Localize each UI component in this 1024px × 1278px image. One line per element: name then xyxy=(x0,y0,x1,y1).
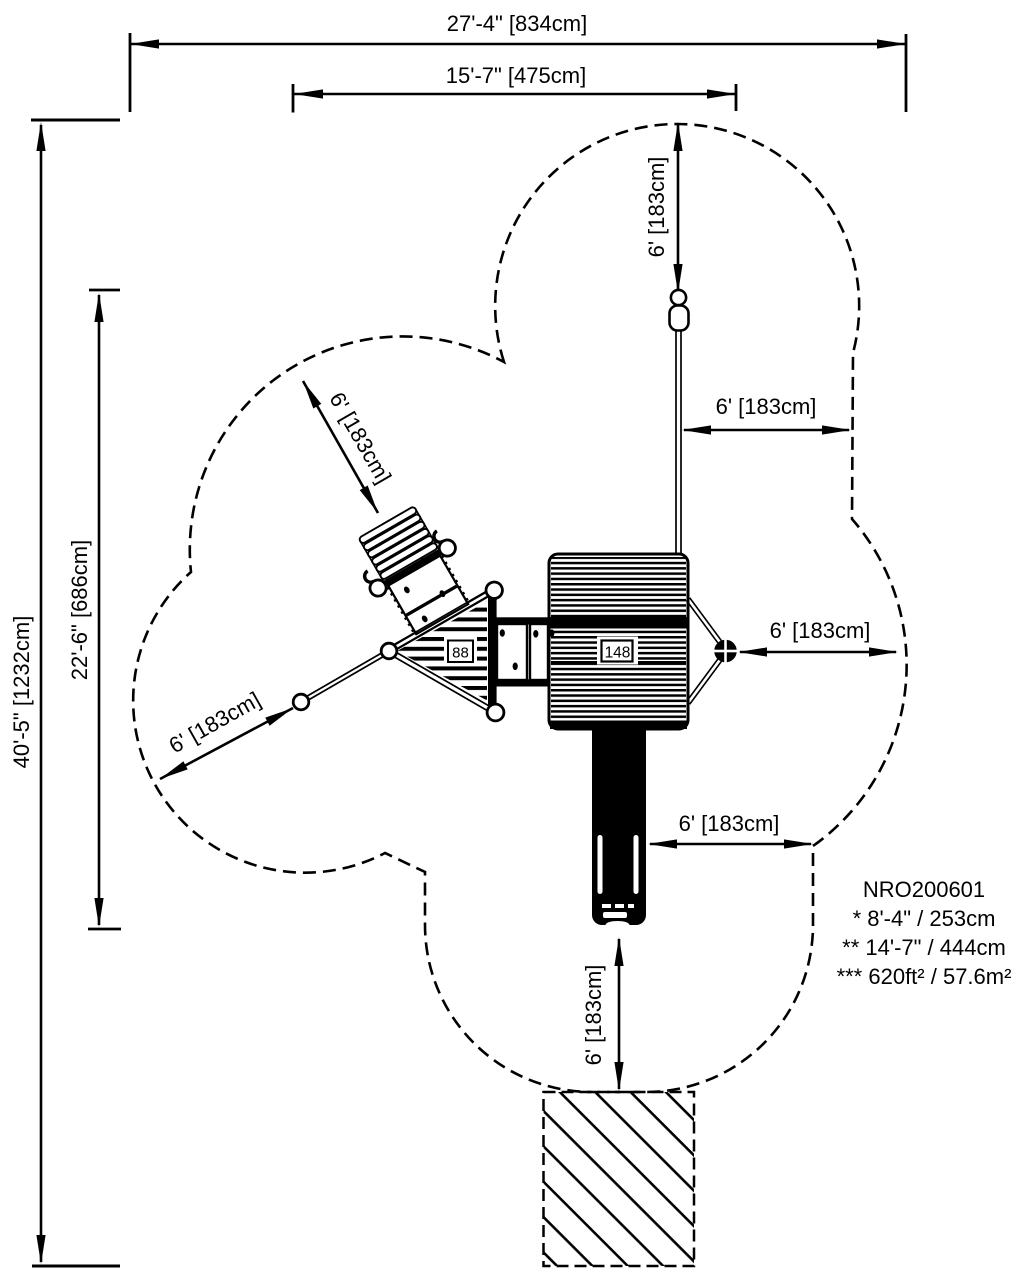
svg-text:27'-4" [834cm]: 27'-4" [834cm] xyxy=(447,11,587,36)
svg-text:148: 148 xyxy=(605,645,631,662)
svg-text:6' [183cm]: 6' [183cm] xyxy=(644,157,669,258)
svg-text:6' [183cm]: 6' [183cm] xyxy=(716,394,817,419)
svg-text:6' [183cm]: 6' [183cm] xyxy=(165,687,265,758)
svg-text:* 8'-4" / 253cm: * 8'-4" / 253cm xyxy=(853,906,996,931)
svg-text:15'-7" [475cm]: 15'-7" [475cm] xyxy=(446,63,586,88)
svg-text:** 14'-7" / 444cm: ** 14'-7" / 444cm xyxy=(842,935,1006,960)
svg-text:6' [183cm]: 6' [183cm] xyxy=(770,618,871,643)
svg-text:6' [183cm]: 6' [183cm] xyxy=(679,811,780,836)
svg-text:NRO200601: NRO200601 xyxy=(863,877,985,902)
svg-text:*** 620ft² / 57.6m²: *** 620ft² / 57.6m² xyxy=(837,964,1012,989)
svg-text:22'-6" [686cm]: 22'-6" [686cm] xyxy=(67,540,92,680)
svg-text:88: 88 xyxy=(452,645,469,662)
svg-text:6' [183cm]: 6' [183cm] xyxy=(581,965,606,1066)
svg-text:40'-5" [1232cm]: 40'-5" [1232cm] xyxy=(9,616,34,769)
